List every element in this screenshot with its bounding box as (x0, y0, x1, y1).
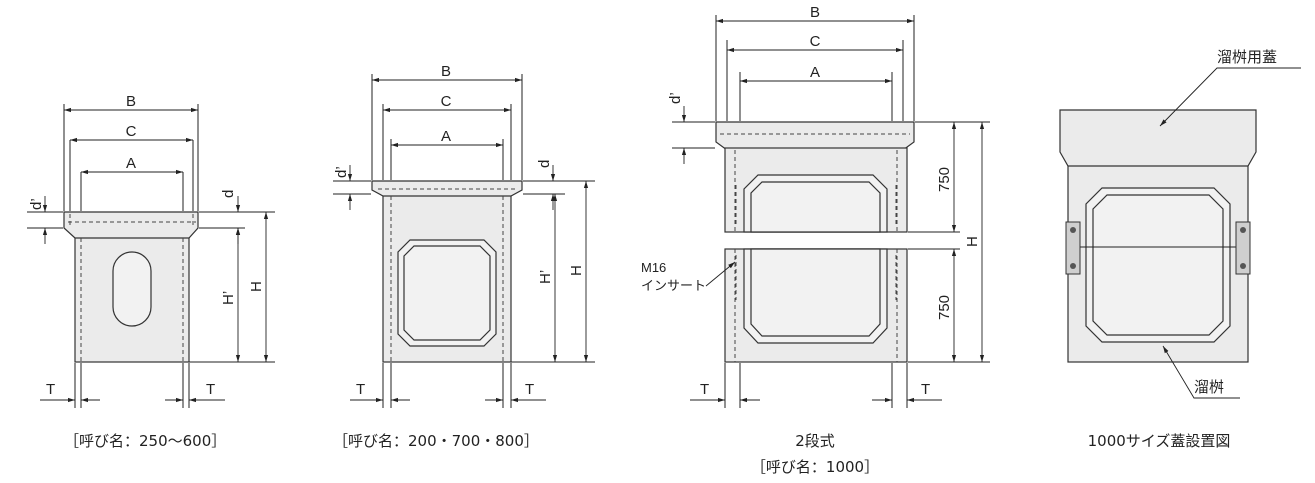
fig3-hidden-lines (720, 133, 910, 362)
fig1-hidden-lines (68, 214, 196, 362)
fig1-label-h: H (248, 281, 265, 292)
fig1-label-h-prime: H’ (220, 291, 237, 305)
fig3-insert-leader (705, 261, 736, 287)
fig2-label-t-left: T (356, 381, 365, 398)
fig2-label-d: d (536, 160, 553, 168)
fig4-basin-leader (1162, 345, 1240, 399)
fig4-bracket-left (1065, 221, 1081, 275)
figure-1-basin-250-600: B C A d’ d H’ H T T ［呼び名：250〜600］ (27, 93, 275, 450)
fig1-label-a: A (126, 155, 136, 172)
figure-3-two-stage-1000: B C A d’ 750 750 H M16 インサート T T 2段式 ［呼び… (641, 4, 990, 476)
fig2-label-t-right: T (525, 381, 534, 398)
fig1-label-t-right: T (206, 381, 215, 398)
fig2-label-h-prime: H’ (537, 270, 554, 284)
fig3-label-t-left: T (700, 381, 709, 398)
fig1-caption: ［呼び名：250〜600］ (64, 432, 226, 450)
fig1-label-b: B (126, 93, 136, 110)
fig3-window-lower-inner (750, 248, 881, 337)
fig2-label-c: C (441, 93, 452, 110)
fig2-label-a: A (441, 128, 451, 145)
fig3-label-a: A (810, 64, 820, 81)
fig3-label-d-prime: d’ (667, 92, 684, 104)
fig3-label-insert: インサート (641, 278, 706, 293)
fig1-label-c: C (126, 123, 137, 140)
fig3-caption-line2: ［呼び名：1000］ (751, 458, 879, 476)
fig4-caption: 1000サイズ蓋設置図 (1088, 432, 1231, 450)
fig4-label-lid: 溜桝用蓋 (1217, 48, 1277, 66)
fig3-caption-line1: 2段式 (795, 432, 835, 450)
fig4-lid (1059, 109, 1257, 167)
fig1-label-d: d (220, 190, 237, 198)
fig3-label-t-right: T (921, 381, 930, 398)
fig4-lid-leader (1159, 67, 1301, 127)
fig2-label-b: B (441, 63, 451, 80)
figure-2-basin-200-700-800: B C A d’ d H’ H T T ［呼び名：200・700・800］ (333, 63, 595, 450)
fig2-window-inner (403, 245, 491, 341)
fig4-window-inner (1092, 194, 1224, 336)
fig1-label-d-prime: d’ (28, 198, 45, 210)
fig3-window-upper-inner (750, 181, 881, 233)
fig3-label-m16: M16 (641, 260, 666, 275)
fig1-collar (63, 211, 199, 239)
fig3-label-c: C (810, 33, 821, 50)
fig2-label-d-prime: d’ (333, 166, 350, 178)
fig4-label-basin: 溜桝 (1194, 378, 1224, 396)
fig3-label-h: H (964, 236, 981, 247)
fig2-collar (371, 180, 523, 197)
fig3-label-750-lower: 750 (936, 295, 953, 320)
figure-4-lid-installation: 溜桝用蓋 溜桝 1000サイズ蓋設置図 (1059, 48, 1301, 450)
fig2-hidden-lines (378, 188, 516, 362)
fig4-bracket-right (1235, 221, 1251, 275)
fig3-label-b: B (810, 4, 820, 21)
fig1-oval-opening (112, 251, 152, 327)
fig2-label-h: H (568, 265, 585, 276)
fig3-collar (715, 121, 915, 151)
fig2-caption: ［呼び名：200・700・800］ (333, 432, 539, 450)
fig3-label-750-upper: 750 (936, 167, 953, 192)
fig1-label-t-left: T (46, 381, 55, 398)
